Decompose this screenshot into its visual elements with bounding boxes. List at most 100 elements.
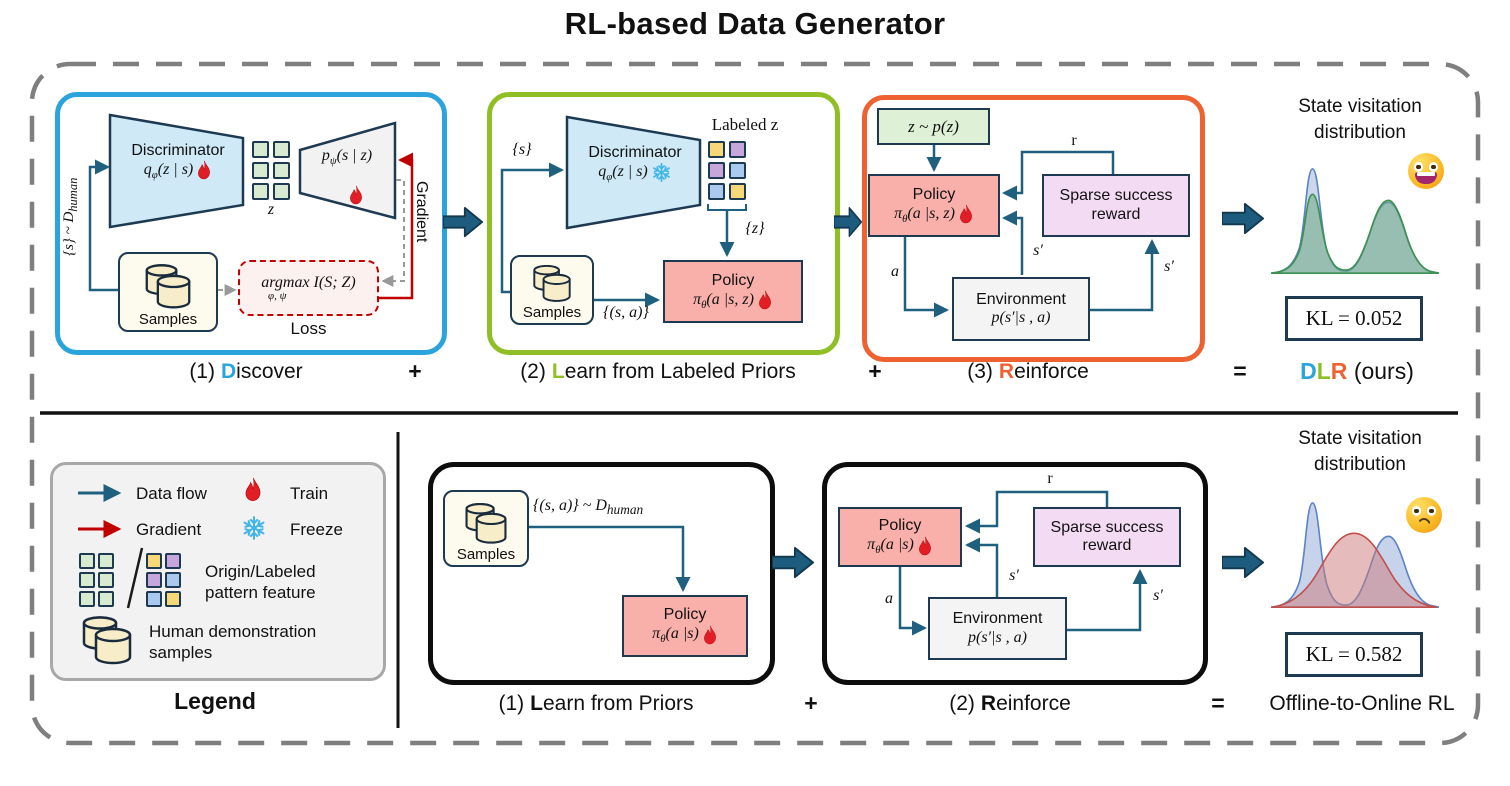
- environment-formula: p(s′|s , a): [991, 309, 1051, 327]
- sparse-reward-box: Sparse success reward: [1042, 174, 1190, 237]
- happy-face-icon: [1408, 153, 1444, 189]
- train-fire-icon: [243, 477, 263, 503]
- action-a-label: a: [891, 263, 899, 280]
- policy-formula: πθ(a |s): [867, 536, 914, 557]
- emoji-eye: [1427, 506, 1436, 516]
- decoder-text: pψ(s | z): [301, 147, 393, 167]
- labeled-square: [708, 141, 725, 158]
- pipeline-block-arrow: [1222, 546, 1264, 579]
- legend-panel: Data flow Train Gradient Freeze Origin/L…: [50, 462, 386, 681]
- sprime-to-policy-arrow: [1001, 210, 1024, 275]
- origin-square: [98, 572, 114, 588]
- origin-square: [98, 553, 114, 569]
- sparse-reward-label: Sparse success reward: [1059, 187, 1173, 223]
- origin-square: [98, 591, 114, 607]
- forward-dashed-arrow: [381, 179, 405, 287]
- samples-label: Samples: [138, 311, 198, 328]
- loss-subscript: φ, ψ: [268, 290, 287, 302]
- sparse-reward-label: Sparse success reward: [1050, 518, 1164, 554]
- samples-label: Samples: [522, 304, 582, 321]
- reinforce-caption: (3)Reinforce: [967, 360, 1089, 383]
- train-fire-icon: [196, 160, 212, 181]
- labeled-square: [729, 141, 746, 158]
- plus-operator: +: [868, 358, 882, 384]
- plus-operator: +: [408, 358, 422, 384]
- sprime-right-label: s′: [1164, 258, 1174, 275]
- origin-square: [273, 162, 290, 179]
- train-fire-icon: [702, 625, 718, 646]
- z-prior-formula: z ~ p(z): [908, 116, 959, 136]
- learn-panel: {s} Discriminator qφ(z | s) Labeled z {z…: [487, 92, 840, 355]
- discriminator-formula: qφ(z | s): [143, 160, 194, 181]
- labeled-feature-grid: [146, 553, 181, 607]
- sprime-to-policy-arrow: [964, 537, 999, 597]
- emoji-mouth: [1415, 172, 1437, 184]
- pipeline-block-arrow: [834, 206, 862, 238]
- z-prior-box: z ~ p(z): [877, 108, 990, 145]
- kl-value: KL = 0.052: [1305, 306, 1403, 330]
- legend-pattern-label: Origin/Labeled pattern feature: [205, 562, 316, 603]
- pipeline-block-arrow: [443, 206, 483, 238]
- learn-caption: (2)Learn from Labeled Priors: [520, 360, 796, 383]
- sprime-to-reward-arrow: [1090, 238, 1160, 312]
- pipeline-block-arrow: [1222, 202, 1264, 235]
- decoder-formula: pψ(s | z): [321, 147, 373, 168]
- plus-operator: +: [804, 690, 818, 716]
- emoji-mouth: [1416, 518, 1432, 529]
- sparse-reward-box: Sparse success reward: [1033, 507, 1181, 567]
- labeled-square: [708, 162, 725, 179]
- train-fire-icon: [348, 185, 364, 206]
- policy-distribution-curve: [1271, 532, 1437, 608]
- sa-flow-arrow: [527, 525, 691, 593]
- discriminator-text: Discriminator qφ(z | s): [572, 144, 698, 183]
- emoji-eye: [1414, 162, 1423, 172]
- emoji-eye: [1429, 162, 1438, 172]
- equals-operator: =: [1233, 358, 1247, 384]
- worried-face-icon: [1406, 497, 1442, 533]
- gradient-label: Gradient: [413, 181, 430, 243]
- policy-formula: πθ(a |s): [652, 625, 699, 646]
- labeled-feature-grid: [708, 141, 746, 200]
- outer-dashed-border: [29, 61, 1481, 746]
- environment-title: Environment: [976, 290, 1066, 308]
- bottom-learn-caption: (1)Learn from Priors: [498, 692, 694, 715]
- offline-rl-caption: Offline-to-Online RL: [1269, 692, 1455, 715]
- input-distribution-label: {s} ~ Dhuman: [61, 177, 80, 257]
- data-flow-arrow: [88, 159, 118, 292]
- legend-train-label: Train: [290, 484, 329, 503]
- origin-square: [252, 183, 269, 200]
- origin-feature-grid: [79, 553, 114, 607]
- pipeline-block-arrow: [772, 546, 814, 579]
- origin-square: [79, 553, 95, 569]
- action-arrow: [903, 237, 950, 318]
- discriminator-text: Discriminator qφ(z | s): [113, 142, 243, 181]
- legend-data-flow-label: Data flow: [136, 484, 207, 503]
- legend-title: Legend: [174, 688, 256, 714]
- discover-panel: {s} ~ Dhuman Discriminator qφ(z | s) z p…: [55, 92, 447, 355]
- discriminator-formula: qφ(z | s): [598, 162, 648, 183]
- kl-value-box: KL = 0.582: [1285, 632, 1423, 677]
- environment-box: Environment p(s′|s , a): [928, 597, 1067, 660]
- origin-square: [79, 591, 95, 607]
- legend-gradient-label: Gradient: [136, 520, 202, 539]
- origin-square: [273, 183, 290, 200]
- labeled-square: [146, 591, 162, 607]
- action-arrow: [898, 567, 928, 636]
- sa-label: {(s, a)}: [603, 304, 649, 321]
- policy-box: Policy πθ(a |s): [622, 595, 748, 657]
- database-cylinders-icon: [141, 263, 195, 311]
- origin-square: [79, 572, 95, 588]
- origin-square: [273, 141, 290, 158]
- freeze-snowflake-icon: [241, 515, 267, 541]
- z-out-label: {z}: [745, 220, 765, 237]
- policy-box: Policy πθ(a |s): [838, 507, 962, 567]
- policy-box: Policy πθ(a |s, z): [663, 260, 803, 323]
- policy-formula: πθ(a |s, z): [693, 290, 754, 311]
- policy-formula: πθ(a |s, z): [894, 204, 955, 225]
- sprime-right-label: s′: [1153, 587, 1163, 604]
- bottom-reinforce-panel: Policy πθ(a |s) Sparse success reward En…: [822, 462, 1208, 685]
- sa-dist-label: {(s, a)} ~ Dhuman: [533, 497, 644, 518]
- environment-formula: p(s′|s , a): [967, 628, 1027, 646]
